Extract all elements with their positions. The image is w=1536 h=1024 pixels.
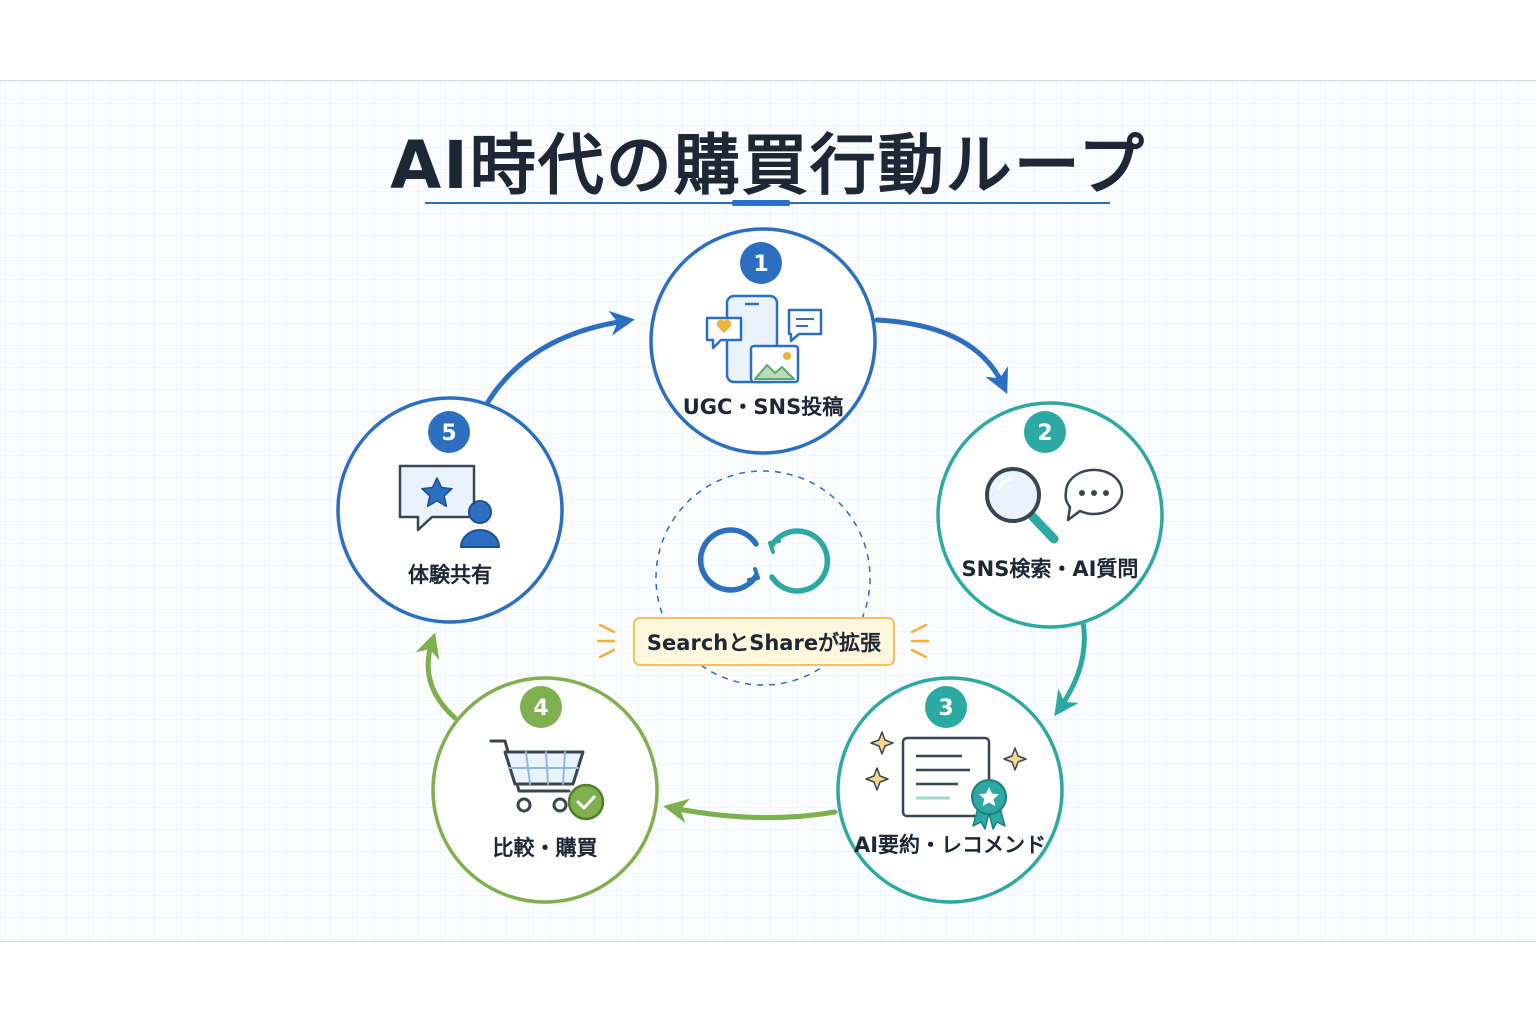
step-2-label: SNS検索・AI質問 (962, 557, 1139, 581)
step-3-number-badge (925, 686, 967, 728)
step-2-number-badge (1024, 411, 1066, 453)
step-2-node: 2 SNS検索・AI質問 (936, 401, 1164, 629)
step-3-node: 3 AI要約・レコメンド (836, 676, 1064, 904)
arrow-5-to-1 (485, 310, 635, 405)
step-5-number-badge (428, 411, 470, 453)
step-4-label: 比較・購買 (493, 836, 598, 860)
step-3-number: 3 (938, 696, 953, 721)
step-4-node: 4 比較・購買 (431, 676, 659, 904)
center-caption-badge (633, 617, 895, 666)
step-2-number: 2 (1037, 421, 1052, 446)
sparkle-icon (865, 731, 1027, 791)
step-3-label: AI要約・レコメンド (854, 833, 1046, 857)
arrow-4-to-5 (415, 632, 458, 721)
loop-arrows-icon (697, 527, 831, 594)
step-1-label: UGC・SNS投稿 (683, 395, 844, 419)
title-underline (425, 200, 1110, 206)
step-5-number: 5 (441, 421, 456, 446)
shopping-cart-check-icon (489, 739, 605, 821)
sparkle-lines-left-icon (596, 623, 616, 659)
center-dashed-ring (655, 470, 871, 686)
step-4-number-badge (520, 686, 562, 728)
phone-chat-image-icon (705, 294, 823, 384)
step-2-circle (936, 401, 1164, 629)
star-review-user-icon (398, 464, 500, 548)
center-caption: SearchとShareが拡張 (647, 631, 882, 655)
document-award-icon (901, 736, 1007, 830)
step-1-node: 1 UGC・SNS投稿 (649, 227, 877, 455)
step-4-number: 4 (533, 696, 548, 721)
page-title: AI時代の購買行動ループ (390, 127, 1146, 204)
arrow-1-to-2 (874, 317, 1008, 395)
arrow-2-to-3 (1054, 619, 1087, 717)
step-1-number-badge (740, 242, 782, 284)
step-1-number: 1 (753, 252, 768, 277)
step-5-node: 5 体験共有 (336, 396, 564, 624)
magnifier-speech-icon (985, 467, 1124, 544)
arrow-3-to-4 (663, 798, 838, 824)
step-5-label: 体験共有 (408, 563, 492, 587)
diagram-panel (0, 80, 1536, 942)
center-hub: SearchとShareが拡張 (596, 470, 930, 686)
sparkle-lines-right-icon (910, 623, 930, 659)
